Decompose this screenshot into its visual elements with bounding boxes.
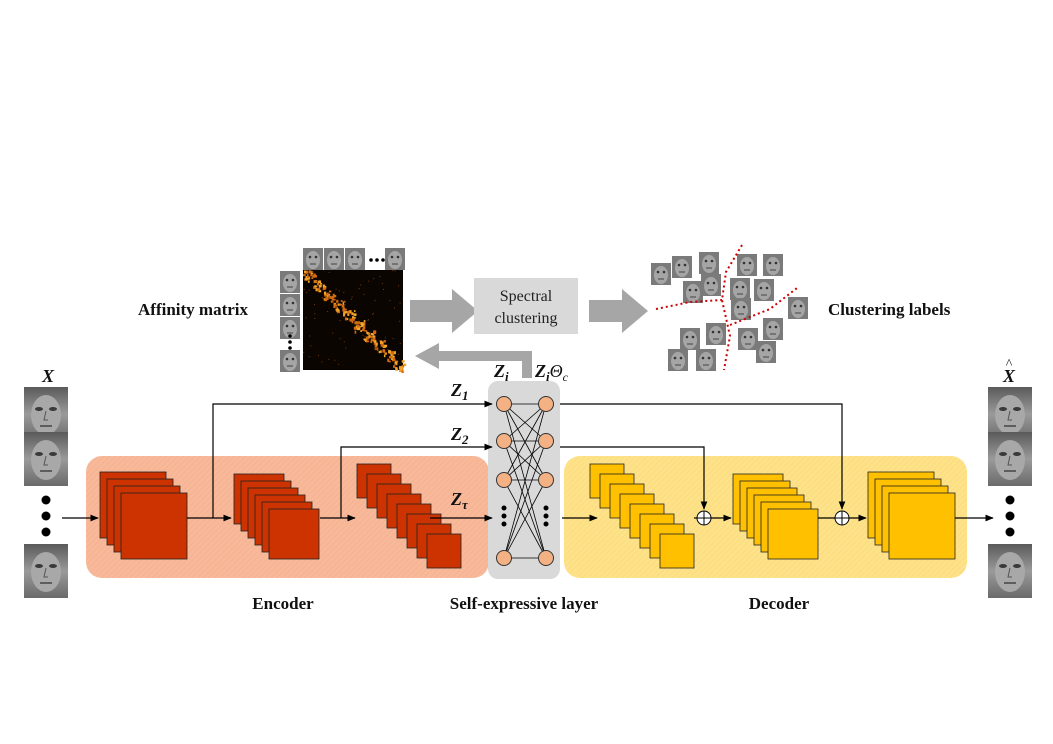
sum-node-2 — [834, 510, 850, 526]
zi-label: Zi — [493, 361, 509, 384]
arrow-to-clusters — [589, 289, 648, 333]
affinity-matrix — [303, 270, 407, 374]
decoder-layer-3 — [867, 471, 956, 560]
decoder-label: Decoder — [749, 594, 810, 613]
spectral-clustering-box: Spectral clustering — [474, 278, 578, 334]
affinity-matrix-label: Affinity matrix — [138, 300, 249, 319]
skip-z1 — [212, 400, 493, 518]
decoder-layer-2 — [732, 473, 819, 560]
input-faces — [23, 386, 69, 599]
skip-to-sum1 — [560, 446, 708, 510]
encoder-layer-3 — [356, 463, 462, 569]
encoder-layer-1 — [99, 471, 188, 560]
ztau-label: Zτ — [450, 489, 469, 512]
skip-z2 — [340, 443, 493, 518]
spectral-label-line1: Spectral — [500, 288, 553, 305]
zi-theta-label: ZiΘc — [534, 361, 569, 384]
encoder-layer-2 — [233, 473, 320, 560]
encoder-label: Encoder — [252, 594, 314, 613]
arrow-to-spectral — [410, 289, 478, 333]
skip-to-sum2 — [560, 403, 846, 510]
self-expressive-network — [496, 396, 554, 566]
sum-node-1 — [696, 510, 712, 526]
output-hat: ^ — [1006, 357, 1013, 372]
clustering-result — [650, 244, 809, 372]
arrow-to-affinity — [435, 351, 532, 378]
affinity-face-row — [302, 247, 406, 271]
affinity-face-column — [279, 270, 301, 373]
clustering-labels-label: Clustering labels — [828, 300, 951, 319]
output-symbol: X — [1002, 366, 1016, 386]
spectral-label-line2: clustering — [494, 310, 557, 327]
self-expressive-label: Self-expressive layer — [450, 594, 599, 613]
output-faces — [987, 386, 1033, 599]
z1-label: Z1 — [450, 380, 469, 403]
decoder-layer-1 — [589, 463, 695, 569]
z2-label: Z2 — [450, 424, 469, 447]
input-symbol: X — [41, 366, 55, 386]
